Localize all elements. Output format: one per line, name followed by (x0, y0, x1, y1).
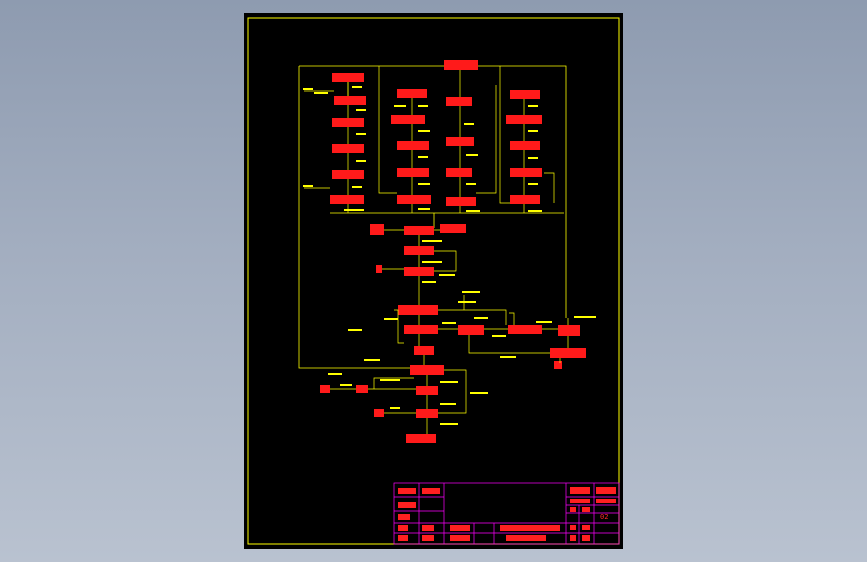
flowsheet-diagram (247, 17, 620, 545)
column-2 (391, 89, 431, 204)
bottom-blocks (320, 361, 562, 443)
title-block-marks (398, 487, 616, 541)
left-return-line (298, 66, 414, 369)
flow-annotations (303, 86, 596, 425)
collector-line (330, 212, 564, 228)
column-3 (446, 97, 476, 206)
column-2-links (378, 66, 413, 213)
middle-links (382, 229, 457, 308)
feed-block (444, 60, 478, 70)
column-1-links (304, 82, 349, 213)
column-4 (506, 90, 542, 204)
sheet-number: 02 (600, 513, 609, 521)
middle-blocks (370, 224, 466, 276)
lower-circuit-blocks (398, 305, 586, 358)
column-3-links (459, 70, 497, 213)
column-1 (330, 73, 366, 204)
title-block (393, 482, 620, 545)
column-4-links (499, 66, 555, 213)
top-distribution-line-right (478, 65, 567, 318)
drawing-sheet: 02 (244, 13, 623, 549)
bottom-links (330, 358, 561, 434)
